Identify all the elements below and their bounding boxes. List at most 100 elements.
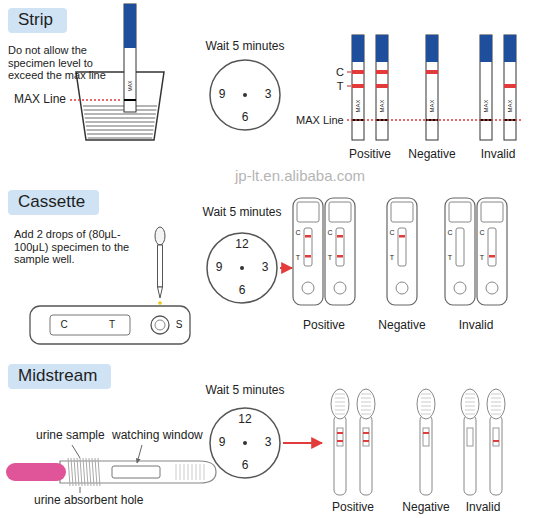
result-midstream bbox=[417, 389, 435, 495]
band-letter: C bbox=[389, 229, 394, 237]
drawing-part bbox=[465, 402, 475, 403]
drawing-part bbox=[352, 70, 364, 74]
drawing-part bbox=[347, 85, 351, 86]
result-label: Negative bbox=[378, 319, 425, 333]
band-letter: T bbox=[328, 254, 332, 262]
drawing-part bbox=[396, 282, 408, 294]
drawing-part bbox=[334, 282, 346, 294]
drawing-part bbox=[376, 70, 388, 74]
drawing-part bbox=[493, 440, 499, 442]
drawing-part bbox=[376, 119, 388, 121]
result-arrow bbox=[280, 268, 292, 269]
drawing-part bbox=[325, 198, 355, 305]
drawing-part bbox=[421, 398, 431, 399]
test-strip bbox=[376, 35, 388, 140]
drawing-part bbox=[504, 35, 516, 62]
drawing-part bbox=[363, 440, 369, 442]
drawing-part bbox=[151, 316, 169, 334]
step-note: Wait 5 minutes bbox=[203, 206, 282, 220]
result-cassette bbox=[387, 198, 417, 305]
drawing-part bbox=[477, 198, 507, 305]
section-title: Strip bbox=[18, 10, 53, 29]
result-label: Invalid bbox=[481, 148, 516, 162]
drawing-part bbox=[210, 60, 280, 130]
strip-mark: MAX bbox=[483, 99, 489, 112]
drawing-part bbox=[491, 406, 501, 407]
drawing-part bbox=[480, 35, 492, 140]
drawing-part bbox=[361, 414, 371, 415]
part-label: T bbox=[109, 319, 115, 331]
drawing-part bbox=[293, 198, 323, 305]
result-label: Invalid bbox=[459, 319, 494, 333]
clock-face bbox=[210, 60, 280, 130]
drawing-part bbox=[352, 35, 364, 140]
drawing-part bbox=[464, 415, 476, 495]
drawing-part bbox=[391, 202, 413, 222]
drawing-part bbox=[68, 458, 70, 486]
drawing-part bbox=[456, 228, 464, 266]
drawing-part bbox=[335, 410, 345, 411]
test-strip bbox=[426, 35, 438, 140]
drawing-part bbox=[421, 406, 431, 407]
result-label: Negative bbox=[402, 501, 449, 515]
part-label: C bbox=[60, 319, 67, 331]
drawing-part bbox=[426, 35, 438, 62]
drawing-part bbox=[376, 84, 388, 88]
clock-number: 6 bbox=[239, 284, 246, 298]
drawing-part bbox=[280, 267, 292, 269]
drawing-part bbox=[426, 35, 438, 140]
drawing-part bbox=[335, 394, 345, 395]
drawing-part bbox=[445, 198, 475, 305]
clock-number: 3 bbox=[265, 88, 272, 102]
drawing-part bbox=[489, 255, 495, 258]
drawing-part bbox=[465, 398, 475, 399]
section-header: Strip bbox=[8, 8, 67, 33]
drawing-part bbox=[491, 394, 501, 395]
drawing-part bbox=[334, 415, 346, 495]
max-line-pointer bbox=[70, 100, 122, 101]
band-letter: T bbox=[480, 254, 484, 262]
drawing-part bbox=[491, 402, 501, 403]
part-label: MAX Line bbox=[296, 114, 344, 127]
part-label: urine absorbent hole bbox=[34, 494, 143, 508]
drawing-part bbox=[376, 35, 388, 62]
drawing-part bbox=[155, 320, 165, 330]
step-note: Wait 5 minutes bbox=[206, 384, 285, 398]
drawing-part bbox=[360, 415, 372, 495]
result-cassette bbox=[445, 198, 475, 305]
drawing-part bbox=[490, 415, 502, 495]
band-letter: C bbox=[295, 229, 300, 237]
drawing-part bbox=[80, 458, 82, 486]
instruction-text: Add 2 drops of (80μL-100μL) specimen to … bbox=[14, 228, 150, 266]
drawing-part bbox=[331, 389, 349, 419]
drawing-part bbox=[337, 440, 343, 442]
drawing-part bbox=[421, 394, 431, 395]
drawing-part bbox=[376, 35, 388, 140]
drawing-part bbox=[305, 235, 311, 238]
drawing-part bbox=[283, 442, 322, 444]
drawing-part bbox=[124, 4, 136, 48]
drawing-part bbox=[88, 138, 153, 139]
drawing-part bbox=[493, 428, 499, 446]
drawing-part bbox=[302, 282, 314, 294]
drawing-part bbox=[50, 315, 130, 335]
drawing-part bbox=[87, 134, 153, 135]
drawing-part bbox=[192, 464, 193, 480]
drawing-part bbox=[481, 202, 503, 222]
drawing-part bbox=[337, 432, 343, 434]
drawing-part bbox=[480, 35, 492, 62]
drawing-part bbox=[84, 110, 157, 111]
drawing-part bbox=[361, 402, 371, 403]
cassette bbox=[30, 306, 190, 344]
band-letter: C bbox=[479, 229, 484, 237]
drawing-part bbox=[465, 410, 475, 411]
clock-number: 12 bbox=[235, 238, 248, 252]
drawing-part bbox=[491, 410, 501, 411]
drawing-part bbox=[204, 464, 205, 480]
drawing-part bbox=[243, 441, 247, 445]
part-label: S bbox=[176, 319, 183, 331]
drawing-part bbox=[387, 198, 417, 305]
band-pointer bbox=[347, 72, 351, 86]
drawing-part bbox=[363, 428, 369, 446]
strip-mark: MAX bbox=[507, 99, 513, 112]
